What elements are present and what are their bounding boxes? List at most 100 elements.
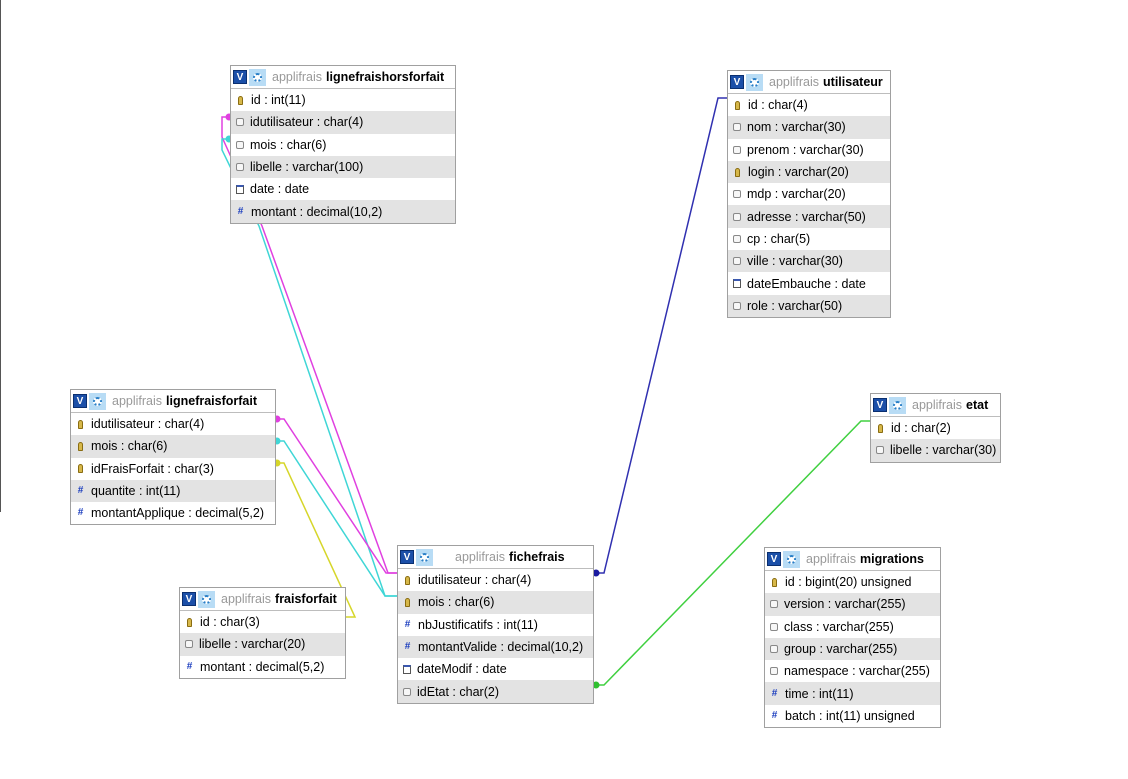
field-label: ville : varchar(30) — [747, 254, 843, 269]
field-row[interactable]: #quantite : int(11) — [71, 479, 275, 503]
field-row[interactable]: mois : char(6) — [231, 134, 455, 156]
field-row[interactable]: group : varchar(255) — [765, 637, 940, 661]
field-row[interactable]: idEtat : char(2) — [398, 680, 593, 703]
field-row[interactable]: idutilisateur : char(4) — [71, 413, 275, 435]
gear-icon[interactable] — [198, 590, 215, 608]
v-toggle-icon[interactable]: V — [182, 592, 196, 606]
table-etat[interactable]: V applifrais etat id : char(2) libelle :… — [870, 393, 1001, 463]
field-row[interactable]: #montantApplique : decimal(5,2) — [71, 502, 275, 524]
gear-icon[interactable] — [416, 548, 433, 566]
field-label: mois : char(6) — [250, 137, 327, 152]
field-row[interactable]: version : varchar(255) — [765, 593, 940, 616]
text-field-icon — [733, 301, 741, 310]
field-row[interactable]: prenom : varchar(30) — [728, 139, 890, 161]
key-icon — [878, 423, 883, 433]
field-row[interactable]: date : date — [231, 178, 455, 200]
table-header[interactable]: V applifrais fraisforfait — [180, 588, 345, 611]
text-field-icon — [733, 123, 741, 132]
table-header[interactable]: V applifrais lignefraisforfait — [71, 390, 275, 413]
gear-icon[interactable] — [249, 68, 266, 86]
date-field-icon — [733, 279, 741, 289]
field-row[interactable]: dateModif : date — [398, 658, 593, 680]
field-label: role : varchar(50) — [747, 298, 843, 313]
field-label: adresse : varchar(50) — [747, 209, 866, 224]
field-label: group : varchar(255) — [784, 642, 898, 657]
field-row[interactable]: #time : int(11) — [765, 682, 940, 705]
field-row[interactable]: libelle : varchar(100) — [231, 155, 455, 179]
gear-icon[interactable] — [889, 396, 906, 414]
canvas-left-edge — [0, 0, 1, 512]
v-toggle-icon[interactable]: V — [730, 75, 744, 89]
field-row[interactable]: #batch : int(11) unsigned — [765, 705, 940, 727]
field-row[interactable]: mois : char(6) — [71, 435, 275, 458]
field-row[interactable]: #montantValide : decimal(10,2) — [398, 635, 593, 659]
table-utilisateur[interactable]: V applifrais utilisateur id : char(4) no… — [727, 70, 891, 318]
v-toggle-icon[interactable]: V — [767, 552, 781, 566]
field-row[interactable]: #montant : decimal(5,2) — [180, 656, 345, 678]
field-row[interactable]: #montant : decimal(10,2) — [231, 200, 455, 223]
field-row[interactable]: id : bigint(20) unsigned — [765, 571, 940, 593]
field-row[interactable]: idutilisateur : char(4) — [231, 111, 455, 134]
v-toggle-icon[interactable]: V — [873, 398, 887, 412]
table-name: fraisforfait — [275, 592, 337, 606]
field-row[interactable]: mdp : varchar(20) — [728, 183, 890, 205]
field-row[interactable]: id : char(3) — [180, 611, 345, 633]
field-row[interactable]: dateEmbauche : date — [728, 272, 890, 294]
field-label: montantApplique : decimal(5,2) — [91, 506, 265, 521]
schema-name: applifrais — [112, 394, 163, 408]
number-field-icon: # — [237, 205, 244, 217]
field-row[interactable]: role : varchar(50) — [728, 294, 890, 317]
field-label: dateEmbauche : date — [747, 276, 866, 291]
field-row[interactable]: #nbJustificatifs : int(11) — [398, 614, 593, 636]
field-label: idEtat : char(2) — [417, 684, 499, 699]
v-toggle-icon[interactable]: V — [233, 70, 247, 84]
field-label: idutilisateur : char(4) — [91, 417, 205, 432]
gear-icon[interactable] — [89, 392, 106, 410]
field-row[interactable]: login : varchar(20) — [728, 160, 890, 184]
number-field-icon: # — [771, 709, 778, 721]
v-toggle-icon[interactable]: V — [400, 550, 414, 564]
schema-name: applifrais — [272, 70, 323, 84]
table-header[interactable]: V applifrais fichefrais — [398, 546, 593, 569]
field-row[interactable]: cp : char(5) — [728, 228, 890, 250]
key-icon — [78, 464, 83, 474]
field-row[interactable]: adresse : varchar(50) — [728, 205, 890, 228]
field-row[interactable]: idFraisForfait : char(3) — [71, 458, 275, 480]
field-row[interactable]: libelle : varchar(20) — [180, 633, 345, 656]
field-row[interactable]: idutilisateur : char(4) — [398, 569, 593, 591]
field-row[interactable]: class : varchar(255) — [765, 616, 940, 638]
text-field-icon — [236, 118, 244, 127]
table-header[interactable]: V applifrais migrations — [765, 548, 940, 571]
gear-icon[interactable] — [783, 550, 800, 568]
field-label: libelle : varchar(100) — [250, 160, 364, 175]
field-row[interactable]: namespace : varchar(255) — [765, 660, 940, 682]
schema-name: applifrais — [221, 592, 272, 606]
table-fichefrais[interactable]: V applifrais fichefrais idutilisateur : … — [397, 545, 594, 704]
table-header[interactable]: V applifrais lignefraishorsforfait — [231, 66, 455, 89]
field-row[interactable]: libelle : varchar(30) — [871, 439, 1000, 462]
date-field-icon — [403, 664, 411, 674]
table-header[interactable]: V applifrais etat — [871, 394, 1000, 417]
field-label: id : char(2) — [891, 421, 951, 436]
field-row[interactable]: ville : varchar(30) — [728, 250, 890, 273]
field-label: prenom : varchar(30) — [747, 142, 864, 157]
field-label: id : char(3) — [200, 615, 260, 630]
table-name: etat — [966, 398, 989, 412]
table-header[interactable]: V applifrais utilisateur — [728, 71, 890, 94]
field-row[interactable]: id : char(2) — [871, 417, 1000, 439]
text-field-icon — [403, 687, 411, 696]
v-toggle-icon[interactable]: V — [73, 394, 87, 408]
table-lignefraishorsforfait[interactable]: V applifrais lignefraishorsforfait id : … — [230, 65, 456, 224]
table-fraisforfait[interactable]: V applifrais fraisforfait id : char(3) l… — [179, 587, 346, 679]
field-row[interactable]: id : int(11) — [231, 89, 455, 111]
field-row[interactable]: mois : char(6) — [398, 591, 593, 614]
key-icon — [405, 597, 410, 607]
text-field-icon — [770, 600, 778, 609]
field-label: date : date — [250, 182, 310, 197]
gear-icon[interactable] — [746, 73, 763, 91]
field-row[interactable]: nom : varchar(30) — [728, 116, 890, 139]
table-lignefraisforfait[interactable]: V applifrais lignefraisforfait idutilisa… — [70, 389, 276, 526]
text-field-icon — [733, 257, 741, 266]
table-migrations[interactable]: V applifrais migrations id : bigint(20) … — [764, 547, 941, 729]
field-row[interactable]: id : char(4) — [728, 94, 890, 116]
